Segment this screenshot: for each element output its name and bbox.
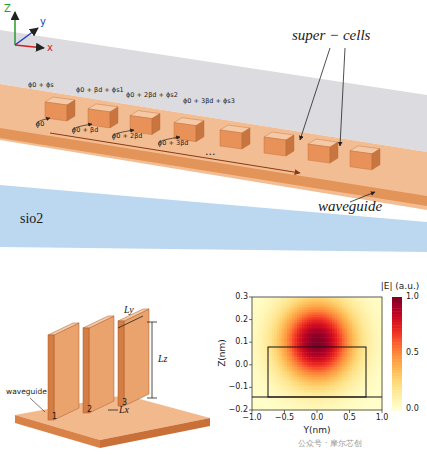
cube-side [67, 100, 75, 121]
cube-side [330, 142, 338, 163]
z-axis [14, 12, 16, 45]
cube-front [88, 109, 110, 128]
cube-front [174, 123, 196, 142]
plate-group [48, 309, 149, 420]
cube-side [152, 114, 160, 135]
plate-top [48, 323, 79, 335]
cube-front [220, 130, 242, 149]
leader-line [30, 398, 45, 412]
cube-side [110, 107, 118, 128]
base-side [100, 418, 210, 448]
plate-top [83, 316, 114, 328]
cube-front [130, 116, 152, 135]
plate-front [48, 335, 54, 420]
dimension-tick [147, 322, 157, 323]
cube-side [242, 128, 250, 149]
dimension-line [108, 410, 118, 411]
cube-side [372, 149, 380, 170]
cube-side [196, 121, 204, 142]
cube-row [45, 97, 380, 170]
substrate-layer [0, 185, 427, 252]
base-front [15, 415, 100, 448]
field-heatmap [252, 297, 383, 411]
plate-front [83, 328, 89, 413]
leader-line [340, 48, 345, 146]
cube-side [286, 135, 294, 156]
dimension-line [152, 322, 153, 398]
y-axis [15, 28, 38, 45]
propagation-arrow [50, 133, 300, 173]
leader-line [300, 48, 330, 140]
plate-side [54, 323, 79, 420]
phase-arrow [36, 118, 50, 128]
x-axis [15, 45, 44, 48]
cube-front [308, 144, 330, 163]
dimension-line [118, 316, 143, 328]
cube-front [350, 151, 372, 170]
cube-front [264, 137, 286, 156]
dimension-tick [147, 398, 157, 399]
plate-front [118, 321, 124, 406]
plate-side [89, 316, 114, 413]
